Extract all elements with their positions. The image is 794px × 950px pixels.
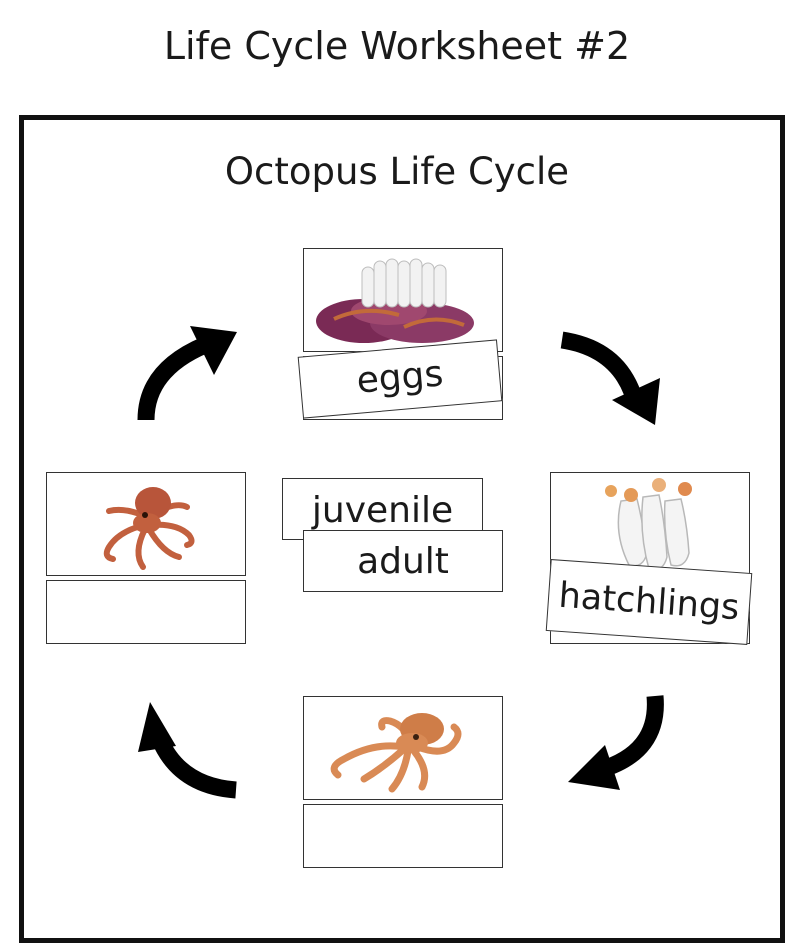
juvenile-picture-box [303, 696, 503, 800]
adult-image [103, 487, 195, 570]
juvenile-image [330, 713, 462, 793]
worksheet-frame [19, 115, 785, 943]
juvenile-label: juvenile [311, 490, 454, 531]
adult-label: adult [357, 541, 449, 582]
eggs-image [316, 258, 474, 343]
adult-picture-box [46, 472, 246, 576]
page-title: Life Cycle Worksheet #2 [163, 24, 631, 68]
juvenile-answer-box [303, 804, 503, 868]
adult-label-card[interactable]: adult [303, 530, 503, 592]
adult-answer-box [46, 580, 246, 644]
hatchlings-image [605, 478, 692, 571]
cycle-title: Octopus Life Cycle [224, 150, 570, 193]
hatchlings-picture-box [550, 472, 750, 576]
juvenile-label-card[interactable]: juvenile [282, 478, 483, 540]
